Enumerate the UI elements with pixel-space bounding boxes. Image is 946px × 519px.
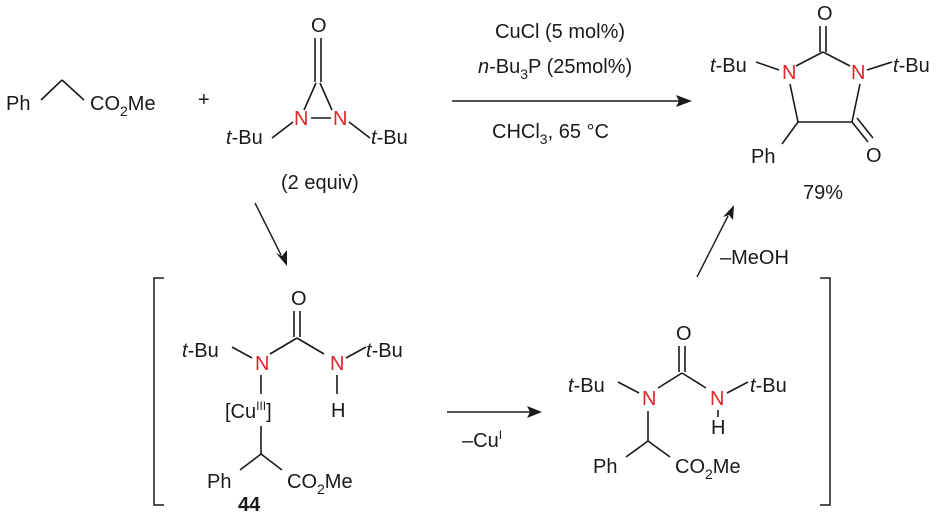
urea-ph-label: Ph <box>593 456 617 478</box>
reactant-diaziridinone: O N N t-Bu t-Bu (2 equiv) <box>226 15 408 194</box>
product-oxygen-top: O <box>817 3 833 25</box>
intermediate-urea-ester: O N N t-Bu t-Bu H Ph CO2Me <box>568 323 787 482</box>
diaziridinone-equiv: (2 equiv) <box>281 172 359 194</box>
product-ph-label: Ph <box>751 146 775 168</box>
plus-sign: + <box>198 89 210 111</box>
product-yield: 79% <box>803 182 843 204</box>
int44-hydrogen: H <box>331 400 345 422</box>
urea-n1: N <box>642 388 656 410</box>
diaziridinone-n1: N <box>294 108 308 130</box>
int44-copper: [CuIII] <box>225 399 272 423</box>
right-bracket <box>820 277 831 506</box>
int44-oxygen: O <box>291 288 307 310</box>
reaction-conditions: CuCl (5 mol%) n-Bu3P (25mol%) CHCl3, 65 … <box>478 21 632 147</box>
urea-hydrogen: H <box>711 417 725 439</box>
reactant-methyl-phenylacetate: Ph CO2Me <box>6 79 156 119</box>
intermediate-44: O N N t-Bu t-Bu H [CuIII] Ph CO2Me 44 <box>182 288 403 516</box>
reactant-ester-label: CO2Me <box>90 93 156 119</box>
arrow-to-intermediate <box>254 202 282 256</box>
int44-n2: N <box>330 353 344 375</box>
product-n3: N <box>851 62 865 84</box>
product-oxygen-right: O <box>866 145 882 167</box>
cyclization-label: –MeOH <box>720 247 789 269</box>
diaziridinone-tbu-left: t-Bu <box>226 127 263 149</box>
urea-tbu-left: t-Bu <box>568 375 605 397</box>
urea-n2: N <box>710 388 724 410</box>
urea-ester-label: CO2Me <box>675 456 741 482</box>
int44-ester-label: CO2Me <box>287 471 353 497</box>
condition-ligand: n-Bu3P (25mol%) <box>478 56 632 82</box>
diaziridinone-oxygen: O <box>311 15 327 37</box>
left-bracket <box>153 277 164 506</box>
int44-tbu-left: t-Bu <box>182 340 219 362</box>
condition-catalyst: CuCl (5 mol%) <box>495 21 625 43</box>
loss-of-copper-label: –CuI <box>462 428 502 452</box>
urea-tbu-right: t-Bu <box>750 375 787 397</box>
diaziridinone-tbu-right: t-Bu <box>371 127 408 149</box>
int44-compound-number: 44 <box>238 494 261 516</box>
product-tbu-right: t-Bu <box>893 55 930 77</box>
cyclization-arrow <box>696 215 729 278</box>
int44-tbu-right: t-Bu <box>366 340 403 362</box>
condition-solvent: CHCl3, 65 °C <box>492 121 609 147</box>
product-n1: N <box>782 62 796 84</box>
urea-oxygen: O <box>676 323 692 345</box>
diaziridinone-n2: N <box>333 108 347 130</box>
int44-n1: N <box>255 353 269 375</box>
int44-ph-label: Ph <box>207 471 231 493</box>
product-tbu-left: t-Bu <box>710 55 747 77</box>
product-hydantoin: O N N O Ph t-Bu t-Bu 79% <box>710 3 930 204</box>
reactant-ph-label: Ph <box>6 93 30 115</box>
